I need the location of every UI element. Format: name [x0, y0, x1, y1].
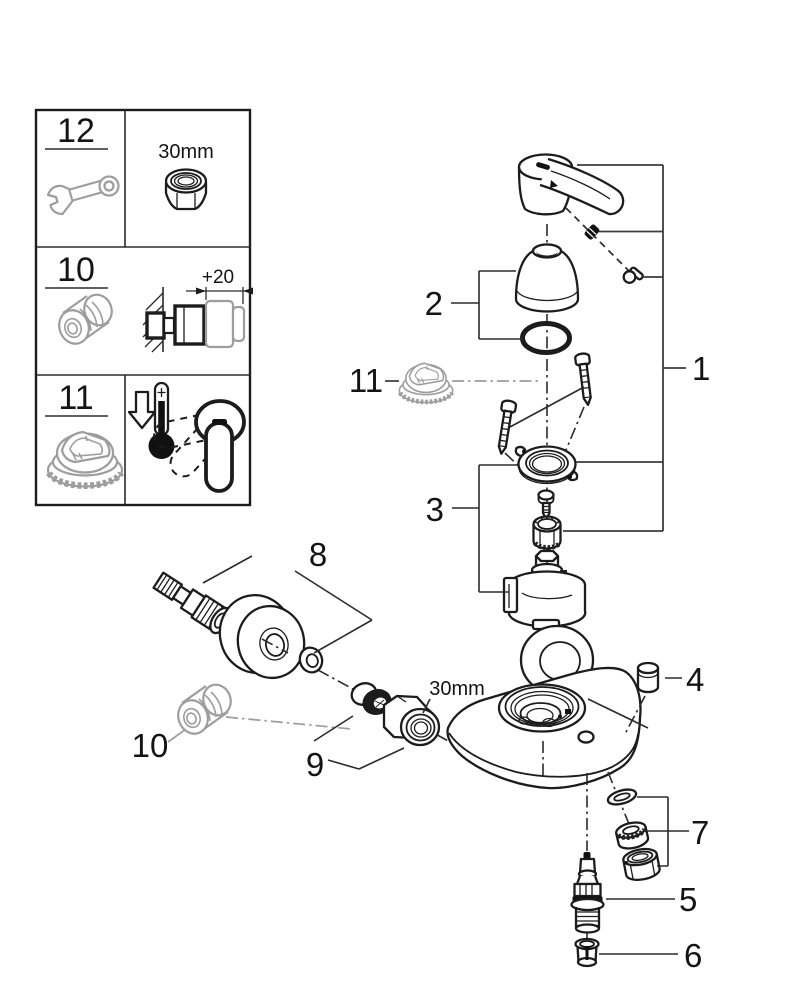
- union-nut-30mm: [382, 694, 441, 747]
- legend-item-12: 12 30mm: [45, 112, 214, 216]
- mounting-flange: [514, 445, 579, 485]
- cartridge: [502, 549, 587, 631]
- lever-rotation-icon: [153, 399, 246, 493]
- callout-label-8: 8: [309, 536, 327, 573]
- callout-label-11: 11: [349, 362, 383, 399]
- legend-nut-size-label: 30mm: [158, 141, 214, 163]
- fixing-screw-left: [497, 399, 528, 475]
- callout-label-7: 7: [691, 814, 709, 851]
- callout-3: 3: [426, 464, 519, 593]
- callout-label-10: 10: [132, 727, 169, 764]
- callout-1: 1: [563, 164, 710, 532]
- dimension-plus20: +20: [186, 267, 253, 304]
- nut-icon: [164, 168, 208, 211]
- callout-7: 7: [637, 796, 709, 867]
- diverter-cartridge: [570, 852, 605, 934]
- union-washer: [298, 646, 324, 674]
- s-union: [152, 571, 232, 635]
- bottom-adapter: [574, 937, 600, 968]
- escutcheon: [218, 593, 306, 680]
- dome-cap: [514, 243, 580, 313]
- callout-8: 8: [202, 536, 373, 654]
- aerator-insert: [615, 821, 650, 850]
- callout-6: 6: [599, 937, 702, 974]
- handle-grub-screw: [584, 224, 600, 240]
- callout-label-9: 9: [306, 746, 324, 783]
- legend-box: 12 30mm 10: [34, 108, 253, 507]
- screws-connector-line: [509, 386, 585, 428]
- o-ring: [520, 321, 572, 355]
- temperature-limiter-cap: [399, 363, 542, 402]
- callout-10: 10: [132, 727, 169, 764]
- callout-5: 5: [606, 881, 697, 918]
- faucet-body: [446, 624, 642, 790]
- hex-adapter: [532, 515, 562, 551]
- dimension-label: +20: [202, 267, 234, 288]
- callout-9: 9: [306, 715, 405, 783]
- callout-label-3: 3: [426, 491, 444, 528]
- legend-number-12: 12: [57, 112, 95, 150]
- extension-adapter: [167, 679, 353, 743]
- nut-size-annotation: 30mm: [422, 678, 485, 714]
- extension-piece-icon: [204, 299, 246, 349]
- cartridge-screw: [537, 489, 555, 521]
- callout-label-6: 6: [684, 937, 702, 974]
- callout-label-1: 1: [692, 350, 710, 387]
- check-valve: [587, 661, 660, 735]
- legend-number-10: 10: [57, 251, 95, 289]
- legend-number-11: 11: [58, 379, 93, 417]
- spout-washer: [606, 788, 638, 806]
- legend-item-10: 10 +20: [45, 251, 253, 353]
- callout-2: 2: [425, 270, 523, 340]
- nut-size-label: 30mm: [429, 678, 485, 700]
- lever-handle: [517, 153, 633, 275]
- fixing-screw-right: [565, 352, 592, 451]
- callout-label-2: 2: [425, 285, 443, 322]
- callout-4: 4: [665, 661, 704, 698]
- handle-plug: [622, 266, 644, 284]
- callout-11: 11: [349, 362, 399, 399]
- callout-label-5: 5: [679, 881, 697, 918]
- wall-fitting-icon: [145, 304, 206, 346]
- wrench-icon: [46, 175, 120, 216]
- callout-label-4: 4: [686, 661, 704, 698]
- aerator-housing: [622, 847, 661, 882]
- legend-item-11: 11: [45, 379, 246, 493]
